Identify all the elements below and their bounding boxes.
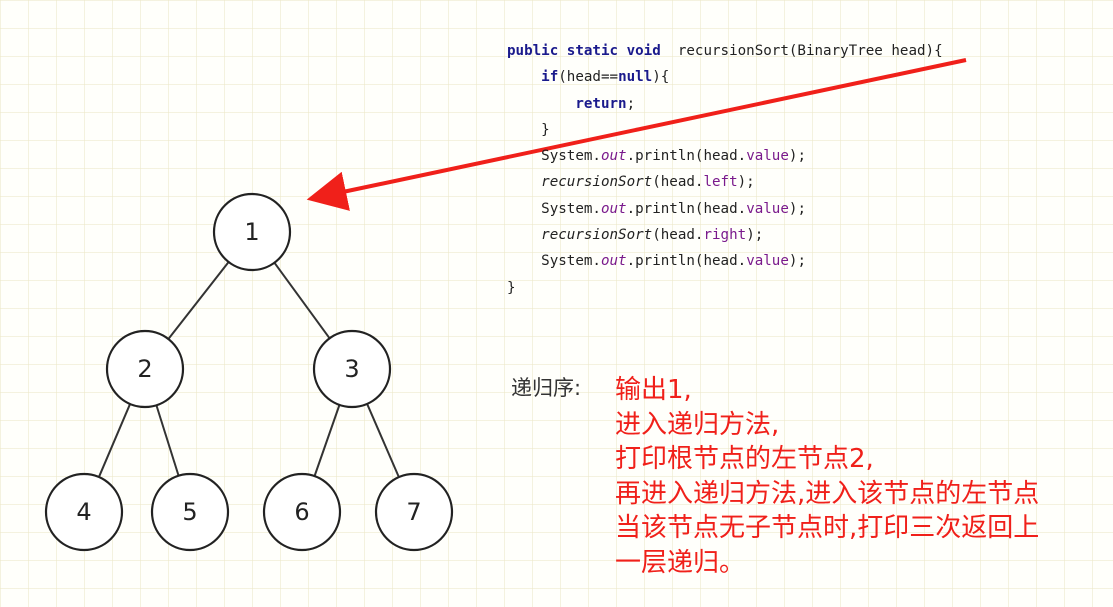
code-token: ); [746,227,764,244]
code-token: (head. [652,174,704,191]
code-token: recursionSort [541,174,653,191]
tree-node: 5 [150,472,230,552]
code-token: if [541,69,559,86]
tree-nodes: 1 2 3 4 5 6 7 [44,192,454,552]
note-line: 一层递归。 [615,547,746,578]
tree-edges [97,261,400,478]
tree-edge [313,404,341,477]
code-token: out [600,148,627,165]
code-token [507,174,541,190]
code-line: System.out.println(head.value); [507,248,943,274]
code-block: public static void recursionSort(BinaryT… [507,38,943,301]
code-line: System.out.println(head.value); [507,196,943,222]
code-line: } [507,117,943,143]
tree-node-circle [312,329,392,409]
tree-node-circle [262,472,342,552]
code-token: value [746,148,789,165]
note-line: 进入递归方法, [615,409,780,440]
tree-edge [273,262,331,339]
tree-node-label: 6 [294,498,309,526]
code-token: ){ [652,69,670,86]
tree-node-circle [150,472,230,552]
code-line: } [507,275,943,301]
code-token: .println(head. [626,148,747,165]
code-token [507,227,541,243]
code-token: ; [626,95,636,112]
tree-node-circle [374,472,454,552]
code-token: value [746,253,789,270]
code-token: ); [788,148,806,165]
tree-node-circle [44,472,124,552]
tree-node-label: 7 [406,498,421,526]
code-token: } [507,279,516,296]
annotation-arrow [306,58,967,211]
tree-node-circle [105,329,185,409]
tree-node: 2 [105,329,185,409]
code-token: public static void [507,43,661,59]
code-token: null [618,69,653,86]
tree-edge [366,403,400,478]
code-token: (head. [652,227,704,244]
code-token: left [703,174,738,191]
code-line: System.out.println(head.value); [507,143,943,169]
tree-node-label: 2 [137,355,152,383]
tree-edge [97,403,132,478]
tree-node: 1 [212,192,292,272]
code-line: recursionSort(head.right); [507,222,943,248]
tree-node: 7 [374,472,454,552]
code-token: return [575,95,627,112]
code-token: ); [788,200,806,217]
code-token: right [703,227,747,244]
code-token: out [600,200,627,217]
code-line: return; [507,91,943,117]
code-token: System. [507,200,601,217]
code-token: recursionSort(BinaryTree head){ [660,43,943,59]
code-token [507,96,575,112]
code-token: out [600,253,627,270]
code-line: public static void recursionSort(BinaryT… [507,38,943,64]
tree-node: 4 [44,472,124,552]
code-token: recursionSort [541,227,653,244]
tree-edge [167,261,230,340]
code-token: ); [788,253,806,270]
tree-node-label: 1 [244,218,259,246]
note-line: 输出1, [615,375,692,405]
code-token: System. [507,148,601,165]
code-line: recursionSort(head.left); [507,169,943,195]
code-token: System. [507,253,601,270]
note-line: 再进入递归方法,进入该节点的左节点 [615,478,1040,509]
code-token: } [507,121,550,138]
note-line: 当该节点无子节点时,打印三次返回上 [615,513,1040,544]
code-token: .println(head. [626,200,747,217]
code-token: ); [737,174,755,191]
code-token [507,69,541,85]
tree-node-circle [212,192,292,272]
code-token: (head== [558,69,619,86]
code-token: .println(head. [626,253,747,270]
tree-node: 3 [312,329,392,409]
tree-edge [155,404,180,477]
recursion-order-label: 递归序: [511,376,582,400]
note-line: 打印根节点的左节点2, [615,444,874,475]
code-token: value [746,200,789,217]
tree-node-label: 5 [182,498,197,526]
code-line: if(head==null){ [507,64,943,90]
tree-node-label: 3 [344,355,359,383]
tree-node-label: 4 [76,498,91,526]
recursion-order-notes: 输出1, 进入递归方法, 打印根节点的左节点2, 再进入递归方法,进入该节点的左… [615,373,1039,581]
tree-node: 6 [262,472,342,552]
